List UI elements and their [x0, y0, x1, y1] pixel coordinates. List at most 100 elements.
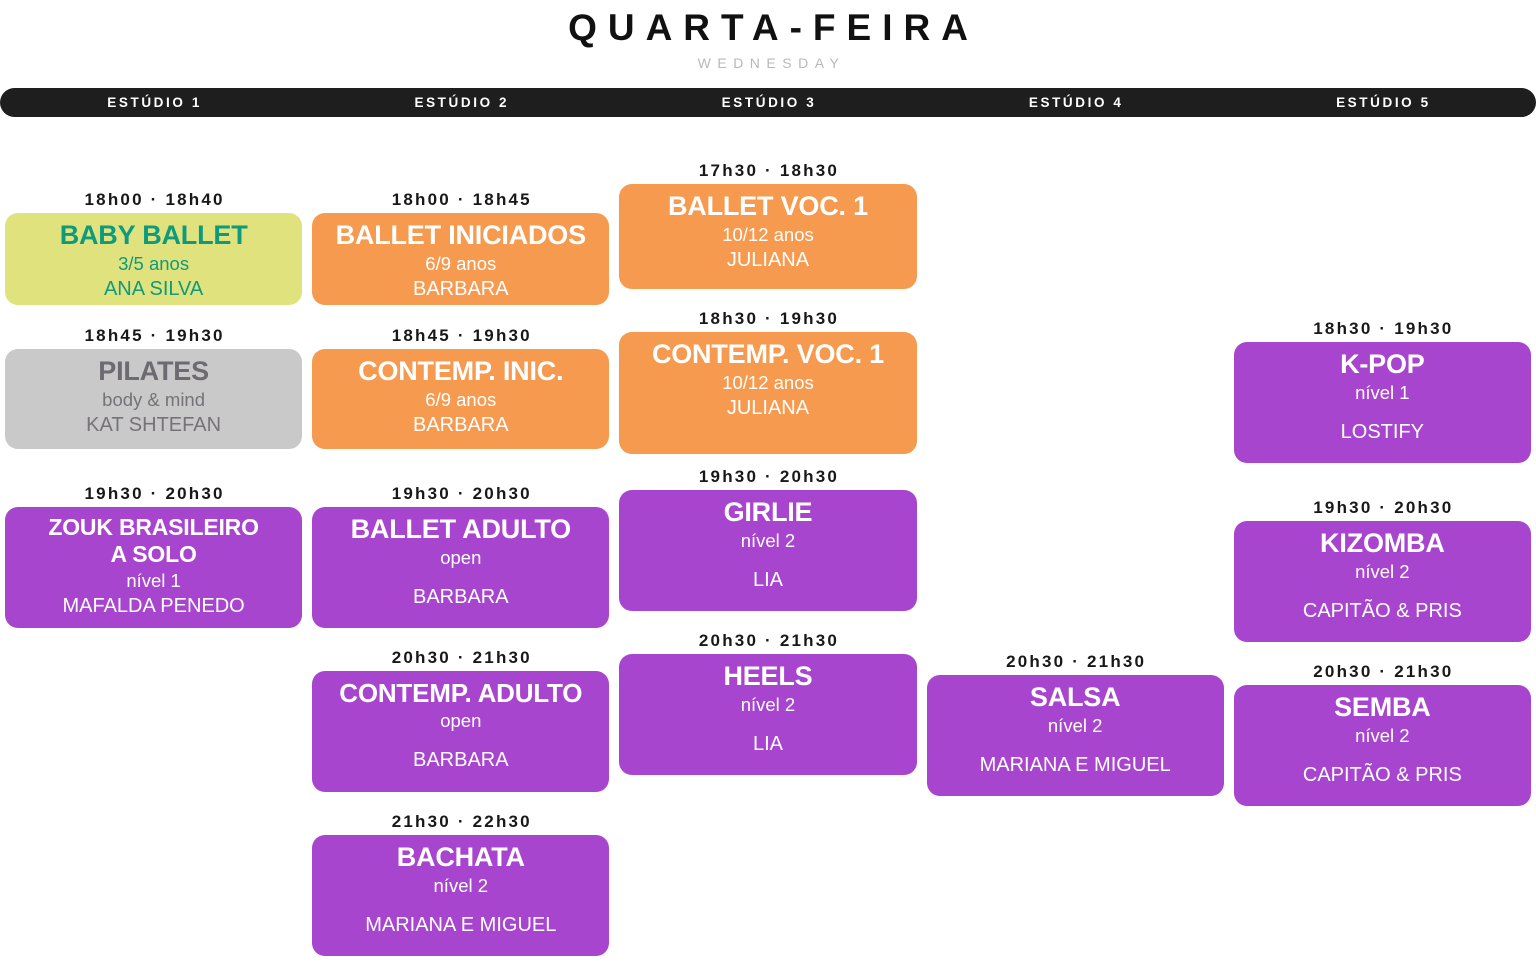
- studio-header-3: ESTÚDIO 3: [721, 95, 817, 110]
- class-time: 18h45 · 19h30: [391, 326, 532, 345]
- class-level: nível 2: [740, 694, 796, 715]
- class-teacher: BARBARA: [412, 414, 509, 436]
- page-title: QUARTA-FEIRA: [568, 7, 979, 48]
- class-level: open: [440, 547, 482, 568]
- class-title: K-POP: [1340, 349, 1425, 379]
- studio-header-1: ESTÚDIO 1: [107, 95, 202, 110]
- class-teacher: MARIANA E MIGUEL: [365, 914, 557, 936]
- class-time: 18h00 · 18h45: [391, 190, 532, 209]
- class-level: nível 1: [1355, 382, 1410, 403]
- card-spacer: [1242, 584, 1523, 598]
- class-teacher: MARIANA E MIGUEL: [979, 754, 1171, 776]
- class-level: 10/12 anos: [722, 372, 814, 393]
- class-time: 18h45 · 19h30: [84, 326, 225, 345]
- class-teacher: KAT SHTEFAN: [86, 414, 222, 436]
- class-level: nível 2: [433, 875, 489, 896]
- class-title: SEMBA: [1334, 692, 1431, 722]
- card-spacer: [320, 898, 601, 912]
- class-title: BACHATA: [396, 842, 525, 872]
- studio-header-4: ESTÚDIO 4: [1028, 95, 1124, 110]
- class-time: 21h30 · 22h30: [391, 812, 532, 831]
- class-card[interactable]: K-POP nível 1 LOSTIFY: [1233, 342, 1531, 463]
- class-time: 19h30 · 20h30: [1313, 498, 1454, 517]
- class-time: 20h30 · 21h30: [391, 648, 532, 667]
- class-teacher: CAPITÃO & PRIS: [1302, 764, 1462, 786]
- class-card[interactable]: BACHATA nível 2 MARIANA E MIGUEL: [312, 835, 610, 956]
- class-teacher: BARBARA: [412, 278, 509, 300]
- class-level: open: [440, 710, 482, 731]
- class-teacher: LIA: [752, 569, 783, 591]
- class-title: GIRLIE: [723, 497, 813, 527]
- class-teacher: BARBARA: [412, 749, 509, 771]
- class-time: 17h30 · 18h30: [698, 161, 840, 180]
- class-time: 20h30 · 21h30: [1006, 652, 1147, 671]
- class-level: nível 2: [740, 530, 796, 551]
- class-level: 6/9 anos: [425, 389, 497, 410]
- class-time: 20h30 · 21h30: [1313, 662, 1454, 681]
- class-title: CONTEMP. ADULTO: [339, 678, 583, 708]
- card-spacer: [627, 717, 908, 731]
- class-time: 19h30 · 20h30: [84, 484, 225, 503]
- class-time: 19h30 · 20h30: [698, 467, 840, 486]
- card-spacer: [627, 553, 908, 567]
- class-teacher: JULIANA: [726, 397, 810, 419]
- class-title: CONTEMP. INIC.: [358, 356, 564, 386]
- page-header: QUARTA-FEIRA WEDNESDAY: [0, 0, 1536, 73]
- class-title: BALLET ADULTO: [350, 514, 572, 544]
- class-level: body & mind: [102, 389, 206, 410]
- class-card[interactable]: GIRLIE nível 2 LIA: [619, 490, 917, 611]
- class-title: BALLET INICIADOS: [335, 220, 586, 250]
- class-time: 18h30 · 19h30: [1313, 319, 1454, 338]
- class-level: nível 2: [1355, 561, 1410, 582]
- card-spacer: [1242, 405, 1523, 419]
- class-time: 18h00 · 18h40: [84, 190, 225, 209]
- class-time: 20h30 · 21h30: [698, 631, 840, 650]
- class-teacher: MAFALDA PENEDO: [62, 595, 245, 617]
- class-title: PILATES: [98, 356, 209, 386]
- studio-header-2: ESTÚDIO 2: [414, 95, 510, 110]
- class-teacher: JULIANA: [726, 249, 810, 271]
- class-level: nível 1: [126, 570, 181, 591]
- class-teacher: LOSTIFY: [1340, 421, 1425, 443]
- class-level: nível 2: [1047, 715, 1103, 736]
- class-teacher: CAPITÃO & PRIS: [1302, 600, 1462, 622]
- class-title: HEELS: [723, 661, 813, 691]
- class-time: 19h30 · 20h30: [391, 484, 532, 503]
- card-spacer: [320, 570, 601, 584]
- card-spacer: [320, 733, 601, 747]
